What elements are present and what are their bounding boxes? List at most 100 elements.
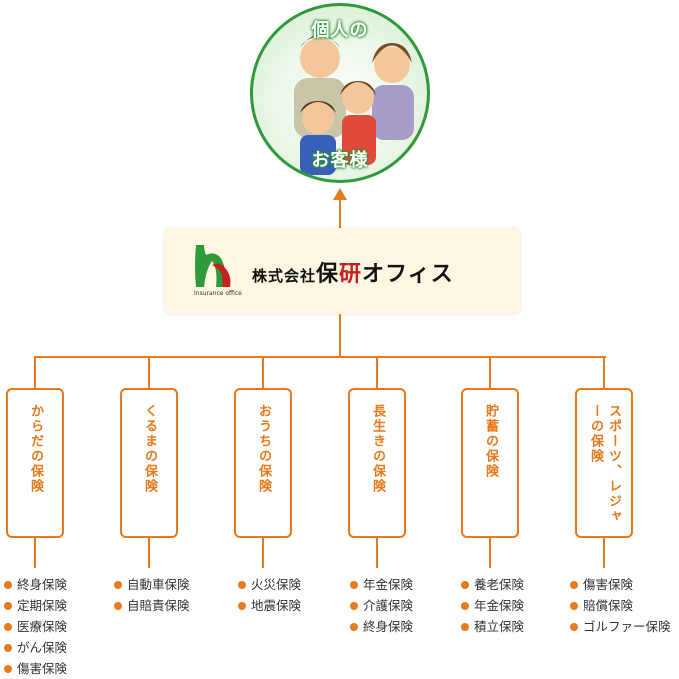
- item-list: 終身保険定期保険医療保険がん保険傷害保険: [4, 574, 67, 679]
- list-item-label: 終身保険: [363, 619, 414, 634]
- list-item: がん保険: [4, 637, 67, 658]
- bullet-icon: [114, 581, 122, 589]
- category-label: くるまの保険: [142, 404, 157, 494]
- list-item-label: 年金保険: [363, 577, 414, 592]
- list-item: 年金保険: [461, 595, 524, 616]
- bullet-icon: [4, 665, 12, 673]
- list-item-label: 養老保険: [474, 577, 525, 592]
- list-item: 火災保険: [238, 574, 301, 595]
- logo-subtext: Insurance office: [194, 290, 242, 297]
- customer-circle: 個人の お客様: [250, 3, 430, 183]
- category-box: スポーツ、レジャーの保険: [575, 388, 633, 538]
- list-item: 積立保険: [461, 616, 524, 637]
- arrow-up-icon: [333, 188, 347, 200]
- category-box: おうちの保険: [234, 388, 292, 538]
- item-connector-line: [489, 538, 491, 568]
- category-box: 貯蓄の保険: [461, 388, 519, 538]
- list-item-label: 自賠責保険: [127, 598, 190, 613]
- bullet-icon: [461, 623, 469, 631]
- category-box: 長生きの保険: [348, 388, 406, 538]
- bullet-icon: [4, 581, 12, 589]
- bullet-icon: [461, 581, 469, 589]
- branch-line: [262, 357, 264, 388]
- category-label: おうちの保険: [256, 404, 271, 494]
- bullet-icon: [570, 623, 578, 631]
- list-item-label: 終身保険: [17, 577, 68, 592]
- company-name-part-2: 研: [339, 262, 363, 287]
- company-box: Insurance office 株式会社保研オフィス: [164, 228, 520, 314]
- item-connector-line: [603, 538, 605, 568]
- bullet-icon: [4, 623, 12, 631]
- list-item-label: 賠償保険: [583, 598, 634, 613]
- category-label: スポーツ、レジャーの保険: [588, 404, 621, 524]
- category-label: 貯蓄の保険: [483, 404, 498, 479]
- arrow-line-up: [339, 198, 341, 228]
- list-item-label: ゴルファー保険: [583, 619, 671, 634]
- list-item-label: 介護保険: [363, 598, 414, 613]
- branch-line: [376, 357, 378, 388]
- list-item: 医療保険: [4, 616, 67, 637]
- item-list: 火災保険地震保険: [238, 574, 301, 616]
- list-item: 終身保険: [350, 616, 413, 637]
- item-connector-line: [262, 538, 264, 568]
- category-label: からだの保険: [28, 404, 43, 494]
- list-item: 年金保険: [350, 574, 413, 595]
- list-item: 定期保険: [4, 595, 67, 616]
- item-list: 自動車保険自賠責保険: [114, 574, 190, 616]
- item-connector-line: [376, 538, 378, 568]
- category-box: くるまの保険: [120, 388, 178, 538]
- list-item-label: 傷害保険: [17, 661, 68, 676]
- list-item-label: 積立保険: [474, 619, 525, 634]
- bullet-icon: [350, 581, 358, 589]
- bullet-icon: [350, 602, 358, 610]
- horizontal-branch-line: [34, 356, 606, 358]
- list-item: 傷害保険: [570, 574, 671, 595]
- list-item: 賠償保険: [570, 595, 671, 616]
- list-item-label: 定期保険: [17, 598, 68, 613]
- list-item: 傷害保険: [4, 658, 67, 679]
- item-list: 養老保険年金保険積立保険: [461, 574, 524, 637]
- company-logo-icon: [195, 245, 231, 287]
- company-name-part-3: オフィス: [362, 262, 454, 287]
- branch-line: [34, 357, 36, 388]
- list-item-label: 火災保険: [251, 577, 302, 592]
- bullet-icon: [4, 602, 12, 610]
- list-item: 介護保険: [350, 595, 413, 616]
- list-item-label: 医療保険: [17, 619, 68, 634]
- list-item-label: 地震保険: [251, 598, 302, 613]
- list-item: 終身保険: [4, 574, 67, 595]
- list-item-label: 自動車保険: [127, 577, 190, 592]
- bullet-icon: [114, 602, 122, 610]
- circle-title-bottom: お客様: [311, 150, 369, 171]
- circle-title-top: 個人の: [311, 20, 369, 41]
- bullet-icon: [570, 602, 578, 610]
- list-item: 地震保険: [238, 595, 301, 616]
- bullet-icon: [4, 644, 12, 652]
- list-item: ゴルファー保険: [570, 616, 671, 637]
- list-item-label: がん保険: [17, 640, 68, 655]
- item-list: 年金保険介護保険終身保険: [350, 574, 413, 637]
- list-item-label: 年金保険: [474, 598, 525, 613]
- branch-line: [148, 357, 150, 388]
- branch-line: [603, 357, 605, 388]
- branch-line: [489, 357, 491, 388]
- list-item-label: 傷害保険: [583, 577, 634, 592]
- company-name: 株式会社保研オフィス: [252, 256, 454, 288]
- bullet-icon: [350, 623, 358, 631]
- company-prefix: 株式会社: [252, 267, 317, 285]
- category-box: からだの保険: [6, 388, 64, 538]
- bullet-icon: [238, 602, 246, 610]
- family-illustration: [294, 34, 414, 175]
- bullet-icon: [461, 602, 469, 610]
- trunk-line: [339, 314, 341, 357]
- list-item: 自賠責保険: [114, 595, 190, 616]
- item-connector-line: [148, 538, 150, 568]
- list-item: 養老保険: [461, 574, 524, 595]
- company-name-part-1: 保: [316, 262, 340, 287]
- item-connector-line: [34, 538, 36, 568]
- list-item: 自動車保険: [114, 574, 190, 595]
- bullet-icon: [238, 581, 246, 589]
- category-label: 長生きの保険: [370, 404, 385, 494]
- bullet-icon: [570, 581, 578, 589]
- item-list: 傷害保険賠償保険ゴルファー保険: [570, 574, 671, 637]
